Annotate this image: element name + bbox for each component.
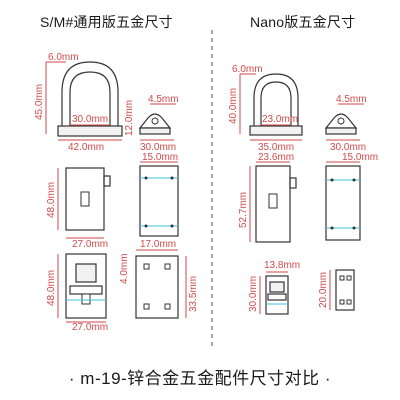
left-ring-outer-label: 42.0mm [68,142,104,153]
right-lock-width-label: 13.8mm [264,260,300,271]
right-plate-body [255,165,297,243]
right-lock-body [265,275,289,315]
right-plate-height-label: 52.7mm [238,192,249,228]
right-ring-inner-label: 23.0mm [262,114,298,125]
left-plate3-height-label: 33.5mm [188,276,199,312]
right-heading: Nano版五金尺寸 [250,14,356,30]
left-hanging-tab [138,113,172,135]
right-lock-height-label: 30.0mm [248,276,259,312]
right-tab-width-label: 30.0mm [330,142,366,153]
left-heading: S/M#通用版五金尺寸 [40,14,173,30]
right-lock-back-plate [335,269,355,311]
left-plate2-width-label: 15.0mm [142,152,178,163]
footer-caption: · m-19-锌合金五金配件尺寸对比 · [68,369,332,388]
left-tab-hole-label: 4.5mm [148,94,179,105]
right-ring-height-label: 40.0mm [228,88,239,124]
right-ring-top-label: 6.0mm [232,64,263,75]
left-ring-inner-label: 30.0mm [72,114,108,125]
right-plate-width-label: 23.6mm [258,152,294,163]
right-plate2-width-label: 15.0mm [342,152,378,163]
left-plate-height-label: 48.0mm [46,182,57,218]
left-lock-height-label: 48.0mm [46,270,57,306]
right-ring-outer-label: 35.0mm [258,142,294,153]
right-back-plate [325,165,361,241]
left-ring-top-label: 6.0mm [48,52,79,63]
left-tab-width-label: 30.0mm [140,142,176,153]
left-back-plate [139,165,179,237]
right-d-ring [249,73,303,136]
right-hanging-tab [324,113,358,135]
left-lock-gap-label: 4.0mm [119,253,130,284]
left-d-ring [57,61,123,137]
left-lock-width-label: 27.0mm [72,322,108,333]
left-plate-body [65,167,111,231]
right-tab-hole-label: 4.5mm [336,94,367,105]
left-ring-side-label: 12.0mm [124,100,135,136]
left-lock-back-plate [135,255,179,319]
left-plate3-width-label: 17.0mm [140,239,176,250]
right-plate3-height-label: 20.0mm [318,272,329,308]
left-lock-body [65,253,107,319]
left-plate-width-label: 27.0mm [72,239,108,250]
left-ring-height-label: 45.0mm [34,84,45,120]
